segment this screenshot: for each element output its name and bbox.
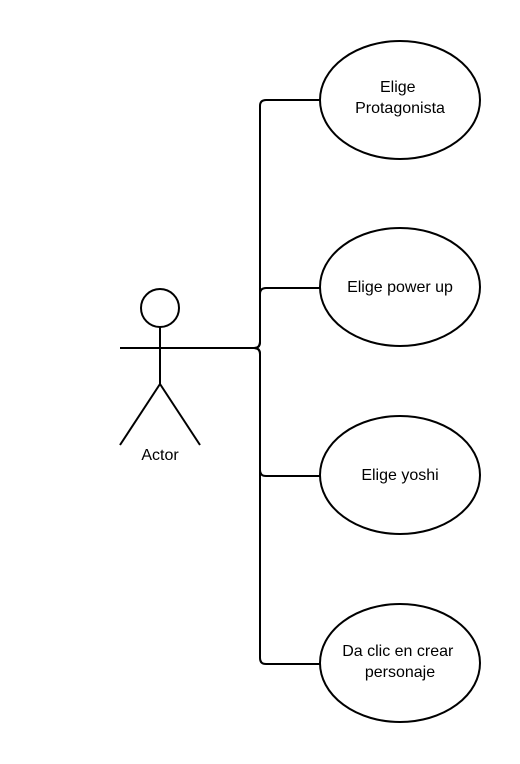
connector-uc2 (200, 287, 320, 349)
use-case-elige-yoshi[interactable]: Elige yoshi (319, 415, 481, 535)
use-case-ellipse (319, 415, 481, 535)
use-case-ellipse (319, 603, 481, 723)
use-case-label: Elige Protagonista (355, 79, 445, 117)
actor-right-leg (159, 383, 201, 446)
use-case-elige-protagonista[interactable]: Elige Protagonista (319, 40, 481, 160)
actor[interactable] (119, 288, 201, 446)
use-case-crear-personaje[interactable]: Da clic en crear personaje (319, 603, 481, 723)
use-case-ellipse (319, 227, 481, 347)
use-case-label: Elige yoshi (361, 467, 438, 484)
use-case-label: Da clic en crear personaje (342, 643, 458, 681)
actor-head (140, 288, 180, 328)
association-connectors (200, 99, 320, 665)
use-case-label: Elige power up (347, 279, 453, 296)
actor-label: Actor (141, 447, 179, 464)
actor-left-leg (119, 383, 161, 446)
use-case-elige-power-up[interactable]: Elige power up (319, 227, 481, 347)
use-case-ellipse (319, 40, 481, 160)
connector-uc4 (200, 347, 320, 665)
